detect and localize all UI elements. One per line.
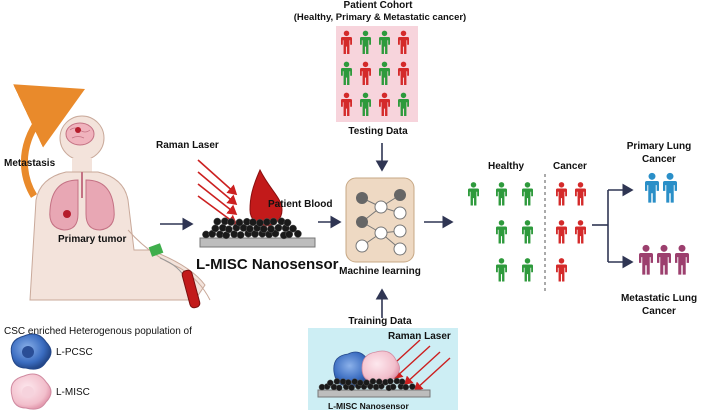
blood-tube-icon bbox=[148, 243, 201, 309]
raman-laser-label: Raman Laser bbox=[156, 140, 219, 151]
primary-lung-cancer-people bbox=[645, 172, 677, 203]
legend-misc-label: L-MISC bbox=[56, 387, 90, 398]
nanosensor-icon bbox=[199, 217, 316, 248]
training-data-label: Training Data bbox=[348, 316, 412, 327]
patient-blood-label: Patient Blood bbox=[268, 199, 333, 210]
training-raman-laser-label: Raman Laser bbox=[388, 331, 451, 342]
metastatic-lung-cancer-label-2: Cancer bbox=[642, 306, 676, 317]
cancer-label: Cancer bbox=[553, 161, 587, 172]
blood-drop-icon bbox=[249, 168, 283, 227]
csc-population-title: CSC enriched Heterogenous population of bbox=[4, 326, 192, 337]
patient-cohort-subtitle: (Healthy, Primary & Metastatic cancer) bbox=[293, 12, 467, 23]
primary-lung-cancer-label-2: Cancer bbox=[642, 154, 676, 165]
metastasis-arrow bbox=[13, 84, 85, 198]
lungs-icon bbox=[49, 172, 115, 231]
cancer-group bbox=[556, 182, 586, 282]
metastasis-label: Metastasis bbox=[4, 158, 56, 169]
split-arrows bbox=[592, 183, 634, 269]
patient-cohort-title: Patient Cohort bbox=[343, 0, 413, 11]
brain-icon bbox=[65, 122, 95, 146]
pcsc-cell-icon bbox=[10, 333, 52, 370]
neural-network-icon bbox=[355, 189, 407, 256]
primary-tumor-label: Primary tumor bbox=[58, 234, 127, 245]
primary-lung-cancer-label-1: Primary Lung bbox=[626, 141, 692, 152]
metastatic-lung-cancer-label-1: Metastatic Lung bbox=[620, 293, 698, 304]
metastatic-lung-cancer-people bbox=[639, 244, 689, 275]
training-nanosensor-icon bbox=[317, 377, 431, 398]
raman-laser-beams bbox=[197, 159, 238, 225]
healthy-label: Healthy bbox=[488, 161, 525, 172]
machine-learning-label: Machine learning bbox=[339, 266, 421, 277]
legend-pcsc-label: L-PCSC bbox=[56, 347, 93, 358]
testing-data-label: Testing Data bbox=[348, 126, 408, 137]
training-nanosensor-label: L-MISC Nanosensor bbox=[328, 401, 409, 411]
misc-cell-icon bbox=[10, 373, 52, 410]
l-misc-nanosensor-label: L-MISC Nanosensor bbox=[196, 256, 339, 273]
healthy-group bbox=[468, 182, 533, 282]
primary-tumor-marker bbox=[63, 210, 71, 218]
